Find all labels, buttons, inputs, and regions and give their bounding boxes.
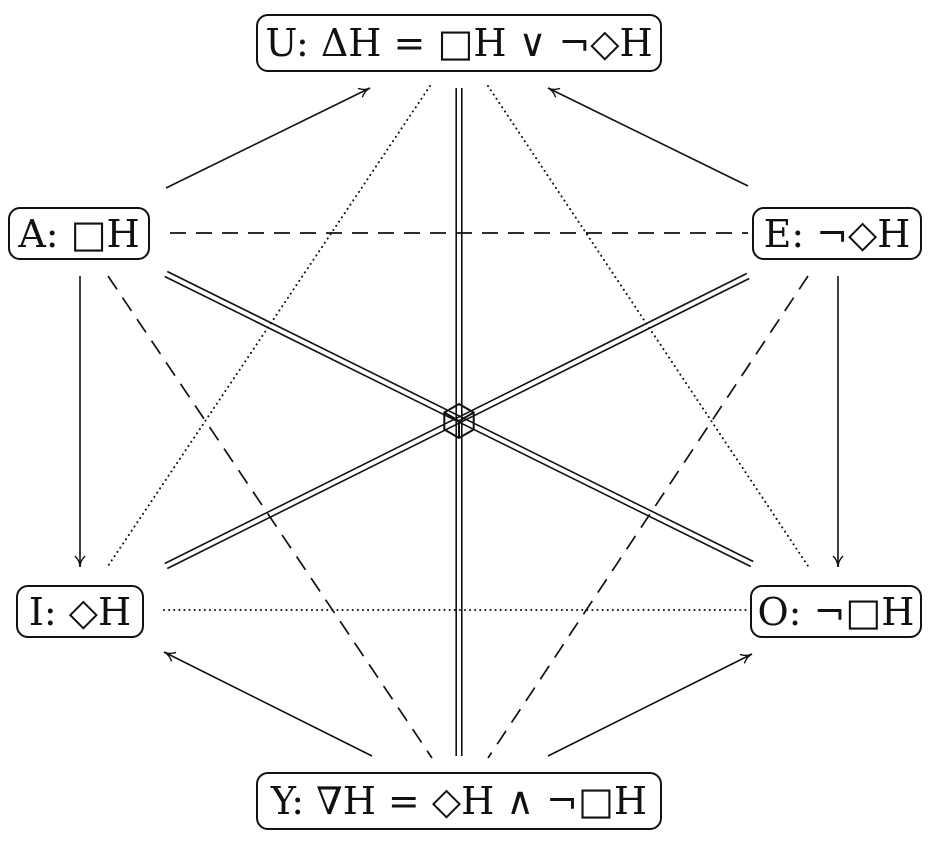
edge-u-o-dotted	[487, 85, 809, 567]
edge-u-i-dotted	[107, 85, 431, 567]
node-y-box: Y: ∇H = ◇H ∧ ¬□H	[256, 772, 662, 830]
edge-a-u-arrow	[165, 87, 371, 189]
edge-a-o-double	[164, 270, 754, 568]
edge-e-y-dashed	[487, 275, 809, 759]
center-hexagon-icon	[443, 402, 475, 440]
node-u-box: U: ΔH = □H ∨ ¬◇H	[256, 14, 662, 72]
edge-e-u-arrow	[547, 87, 749, 187]
edge-y-o-arrow	[547, 653, 753, 757]
node-i-box: I: ◇H	[16, 585, 144, 638]
node-o-box: O: ¬□H	[750, 585, 922, 638]
node-e-box: E: ¬◇H	[752, 207, 922, 260]
node-a-box: A: □H	[8, 207, 150, 260]
edge-y-i-arrow	[163, 651, 373, 757]
